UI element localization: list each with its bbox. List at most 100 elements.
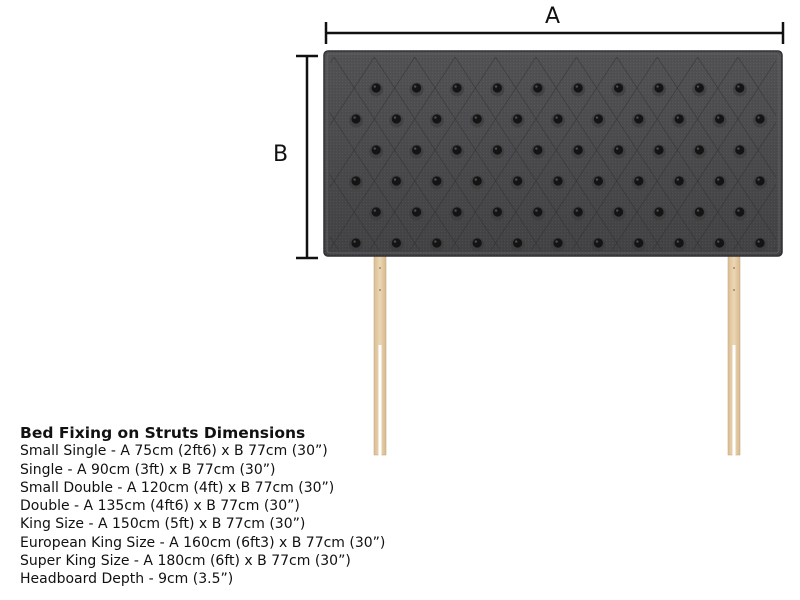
tuft-button-highlight (373, 209, 376, 212)
tuft-button (412, 83, 422, 93)
tuft-button-highlight (535, 209, 538, 212)
tuft-button-highlight (515, 240, 518, 243)
dimension-b-label: B (273, 142, 289, 167)
tuft-button-highlight (555, 178, 558, 181)
tuft-button (755, 114, 765, 124)
tuft-button (593, 114, 604, 124)
tuft-button (432, 114, 442, 124)
tuft-button (472, 176, 482, 186)
tuft-button (553, 176, 563, 186)
tufting-seams (330, 57, 776, 250)
tuft-button (452, 145, 462, 155)
tuft-button (553, 114, 563, 124)
tuft-button-highlight (616, 209, 619, 212)
tuft-button (351, 176, 361, 186)
tuft-button (412, 207, 422, 217)
tuft-button (513, 114, 523, 124)
tuft-button-highlight (414, 147, 417, 150)
tuft-button (634, 176, 644, 186)
tuft-button (755, 238, 765, 248)
tuft-button (533, 83, 543, 93)
tuft-button (351, 238, 361, 248)
right-strut (727, 249, 741, 457)
tuft-button-highlight (636, 178, 639, 181)
dimensions-list: Bed Fixing on Struts Dimensions Small Si… (20, 424, 385, 589)
dimensions-title: Bed Fixing on Struts Dimensions (20, 424, 306, 442)
tuft-button-highlight (353, 116, 356, 119)
tuft-button-highlight (757, 116, 760, 119)
tuft-button (472, 238, 482, 248)
tuft-button-highlight (353, 240, 356, 243)
tuft-button (432, 176, 442, 186)
tuft-button (573, 145, 583, 155)
tuft-button (432, 238, 442, 248)
tuft-button (654, 145, 664, 155)
tuft-button-highlight (454, 209, 457, 212)
tuft-button-highlight (595, 116, 599, 119)
tuft-button-highlight (535, 147, 538, 150)
tuft-button-highlight (656, 85, 659, 88)
headboard-depth: Headboard Depth - 9cm (3.5”) (20, 571, 234, 588)
tuft-button-highlight (676, 116, 679, 119)
headboard-panel (323, 50, 783, 257)
tuft-button-highlight (454, 147, 457, 150)
tuft-button (513, 176, 523, 186)
tuft-button (755, 176, 765, 186)
tuft-button (452, 83, 462, 93)
tuft-button (614, 207, 624, 217)
tuft-button-highlight (656, 147, 659, 150)
size-double: Double - A 135cm (4ft6) x B 77cm (30”) (20, 498, 300, 515)
tuft-button (614, 83, 624, 93)
tuft-button (593, 176, 604, 186)
tuft-button-highlight (595, 178, 599, 181)
tuft-button-highlight (494, 209, 498, 212)
tuft-button-highlight (616, 85, 619, 88)
tuft-button (371, 83, 381, 93)
size-small-single: Small Single - A 75cm (2ft6) x B 77cm (3… (20, 443, 328, 460)
tuft-button (694, 83, 705, 93)
tuft-button-highlight (676, 240, 679, 243)
tuft-button-highlight (757, 178, 760, 181)
tuft-button-highlight (636, 240, 639, 243)
tuft-button-highlight (696, 147, 700, 150)
dimension-a-label: A (545, 4, 561, 29)
tuft-button-highlight (474, 116, 477, 119)
tuft-button (371, 145, 381, 155)
tuft-button-highlight (414, 85, 417, 88)
tuft-button-highlight (494, 85, 498, 88)
tuft-button (654, 83, 664, 93)
tuft-button-highlight (717, 116, 720, 119)
tuft-button (694, 207, 705, 217)
tuft-button (634, 114, 644, 124)
size-king: King Size - A 150cm (5ft) x B 77cm (30”) (20, 516, 306, 533)
tuft-button (391, 114, 401, 124)
tuft-button (351, 114, 361, 124)
tuft-button (735, 207, 745, 217)
tuft-button-highlight (737, 209, 740, 212)
tuft-button (513, 238, 523, 248)
tuft-button (492, 207, 502, 217)
dimension-a-arrow (324, 22, 785, 44)
tuft-button-highlight (575, 85, 578, 88)
tuft-button-highlight (656, 209, 659, 212)
tuft-button (412, 145, 422, 155)
tuft-button (674, 114, 684, 124)
tuft-button (634, 238, 644, 248)
dimension-b-arrow (296, 54, 318, 260)
tuft-button-highlight (474, 240, 477, 243)
tuft-button-highlight (676, 178, 679, 181)
tuft-button-highlight (575, 147, 578, 150)
tuft-button-highlight (737, 85, 740, 88)
tuft-button-highlight (494, 147, 498, 150)
tuft-button (674, 238, 684, 248)
tuft-button (533, 207, 543, 217)
tuft-button-highlight (616, 147, 619, 150)
tuft-button (533, 145, 543, 155)
tuft-button (694, 145, 705, 155)
tuft-button-highlight (535, 85, 538, 88)
tuft-button-highlight (393, 240, 397, 243)
tuft-button-highlight (555, 240, 558, 243)
tuft-button (472, 114, 482, 124)
tuft-button-highlight (717, 178, 720, 181)
